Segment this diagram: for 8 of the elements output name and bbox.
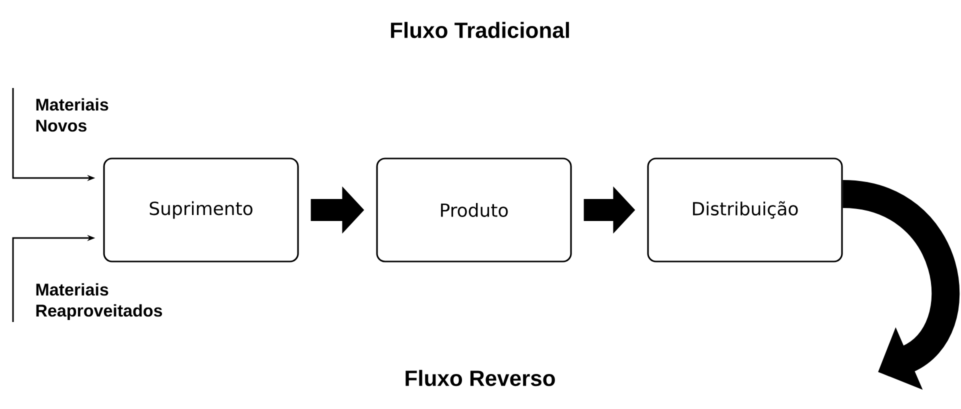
arrow [841,180,960,390]
process-box: Distribuição [647,158,843,262]
flow-label: Fluxo Reverso [406,370,555,386]
process-box: Suprimento [103,158,299,262]
material-label: Materiais Novos [36,98,108,132]
title: Fluxo Tradicional [391,22,569,38]
material-label: Materiais Reaproveitados [36,283,162,320]
process-box: Produto [376,158,572,262]
